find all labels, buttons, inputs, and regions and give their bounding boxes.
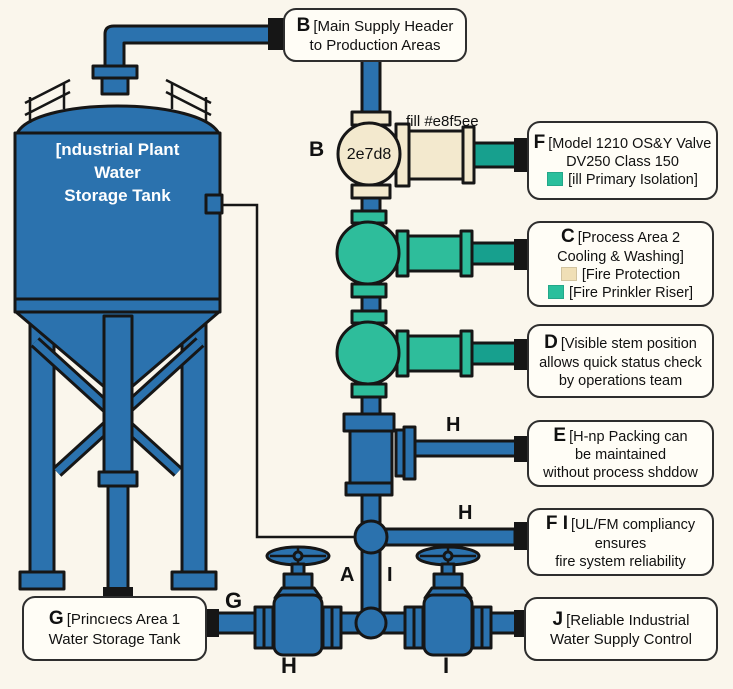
- signal-line: [222, 203, 356, 539]
- callout-j-line: Water Supply Control: [549, 631, 692, 649]
- callout-d-letter: D: [544, 332, 558, 354]
- callout-d-line: [Visible stem position: [560, 336, 697, 353]
- callout-e-line: be maintained: [574, 447, 667, 464]
- callout-fi: F I[UL/FM compliancy ensures fire system…: [527, 508, 714, 576]
- callout-c-legend: [Fire Protection: [581, 266, 681, 283]
- osy-valve: [336, 110, 529, 200]
- valve-letter-b: B: [309, 138, 325, 161]
- tank-label-line: [ndustrial Plant: [55, 140, 180, 159]
- callout-fi-line: fire system reliability: [555, 553, 686, 570]
- gate-valve-h: [253, 545, 343, 657]
- callout-f: F[Model 1210 OS&Y Valve DV250 Class 150 …: [527, 121, 718, 200]
- callout-e: E[H-np Packing can be maintained without…: [527, 420, 714, 487]
- callout-j-letter: J: [552, 608, 564, 630]
- callout-g-line: Water Storage Tank: [48, 630, 181, 648]
- label-h-lower: H: [458, 502, 473, 524]
- callout-f-legend: [ill Primary Isolation]: [568, 172, 698, 189]
- legend-swatch-green: [547, 284, 564, 299]
- callout-b-letter: B: [296, 14, 311, 36]
- label-a: A: [340, 564, 355, 586]
- callout-d-line: allows quick status check: [539, 354, 702, 371]
- callout-fi-line: ensures: [594, 535, 647, 552]
- callout-e-letter: E: [553, 424, 567, 446]
- callout-c-line: [Process Area 2: [577, 230, 681, 247]
- label-h-upper: H: [446, 414, 461, 436]
- callout-e-line: [H-np Packing can: [569, 428, 688, 445]
- callout-c: C[Process Area 2 Cooling & Washing] [Fir…: [527, 221, 714, 307]
- tank-railing-left: [24, 78, 71, 123]
- label-i-valve: I: [443, 653, 450, 678]
- callout-f-letter: F: [533, 131, 546, 153]
- gate-valve-i: [403, 545, 493, 657]
- label-h-valve: H: [281, 653, 297, 678]
- callout-b-line: to Production Areas: [309, 37, 441, 55]
- tank-railing-right: [165, 78, 212, 123]
- callout-d: D[Visible stem position allows quick sta…: [527, 324, 714, 398]
- legend-swatch-green: [547, 172, 564, 187]
- callout-b: B[Main Supply Header to Production Areas: [283, 8, 467, 62]
- legend-swatch-cream: [560, 266, 577, 281]
- label-g: G: [225, 588, 243, 613]
- tank-label-line: Storage Tank: [64, 185, 171, 205]
- label-i-riser: I: [387, 564, 393, 586]
- callout-c-line: Cooling & Washing]: [557, 248, 684, 265]
- fill-color-note: fill #e8f5ee: [406, 113, 479, 130]
- tank-label-line: Water: [94, 162, 141, 182]
- callout-b-line: [Main Supply Header: [313, 17, 454, 35]
- storage-tank: [13, 64, 224, 598]
- process-valve-2: [335, 309, 529, 399]
- callout-f-line: [Model 1210 OS&Y Valve: [548, 135, 712, 152]
- callout-g-line: [Princıecs Area 1: [66, 611, 181, 629]
- callout-c-legend: [Fire Prinkler Riser]: [568, 284, 694, 301]
- callout-fi-line: [UL/FM compliancy: [571, 517, 696, 534]
- osy-valve-code: 2e7d8: [346, 146, 392, 163]
- callout-d-line: by operations team: [558, 372, 683, 389]
- elbow-valve: [342, 412, 529, 497]
- callout-c-letter: C: [560, 226, 575, 248]
- callout-j: J[Reliable Industrial Water Supply Contr…: [524, 597, 718, 661]
- callout-e-line: without process shddow: [543, 465, 698, 482]
- tank-outlet-pipe-top: [103, 18, 284, 82]
- tank-label: [ndustrial Plant Water Storage Tank: [20, 139, 215, 208]
- callout-j-line: [Reliable Industrial: [566, 611, 690, 629]
- process-valve-1: [335, 209, 529, 299]
- callout-f-line: DV250 Class 150: [566, 154, 679, 171]
- callout-g: G[Princıecs Area 1 Water Storage Tank: [22, 596, 207, 661]
- branch-junction-upper: [353, 519, 529, 555]
- branch-junction-lower: [354, 606, 388, 640]
- callout-fi-letter: F I: [545, 513, 569, 535]
- callout-g-letter: G: [48, 608, 64, 630]
